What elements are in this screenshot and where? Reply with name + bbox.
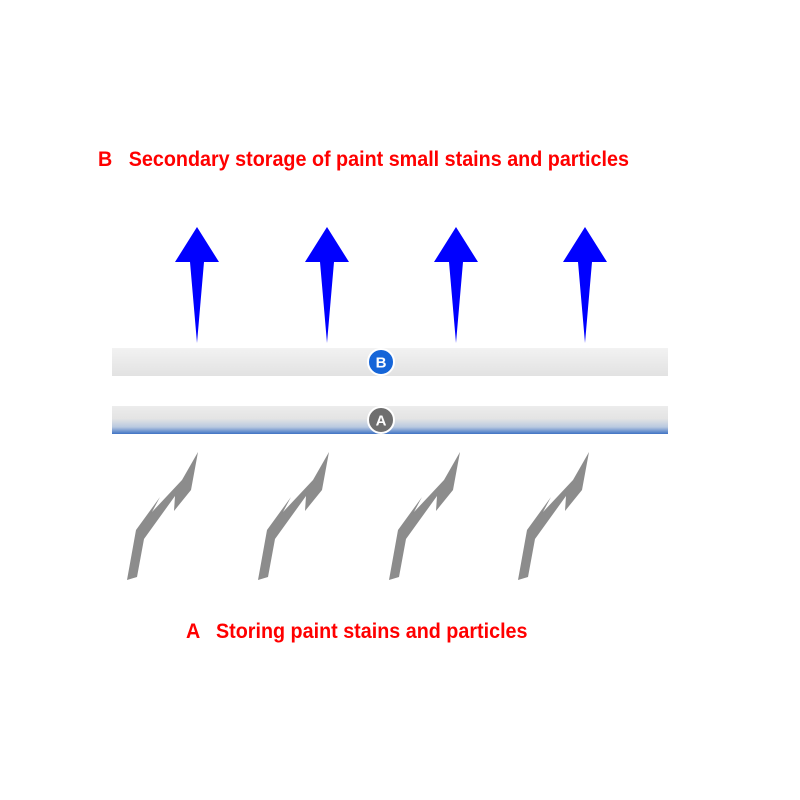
layer-b-badge: B [367, 348, 395, 376]
layer-b-badge-label: B [376, 355, 387, 372]
lightning-bolt-icon [258, 452, 329, 580]
caption-b-text: Secondary storage of paint small stains … [128, 148, 629, 171]
caption-a-text: Storing paint stains and particles [215, 620, 528, 643]
layer-a-badge: A [367, 406, 395, 434]
lightning-bolt-icon [127, 452, 198, 580]
lightning-bolt-icon [518, 452, 589, 580]
arrow-up-icon [175, 227, 219, 343]
layer-a-badge-label: A [376, 413, 387, 430]
lightning-bolt-icon [389, 452, 460, 580]
upward-arrows [175, 227, 607, 343]
arrow-up-icon [563, 227, 607, 343]
caption-a-letter: A [186, 620, 200, 643]
arrow-up-icon [305, 227, 349, 343]
zigzag-bolts [127, 452, 589, 580]
caption-b-letter: B [98, 148, 113, 171]
arrow-up-icon [434, 227, 478, 343]
caption-layer-a: A Storing paint stains and particles [186, 621, 528, 642]
caption-layer-b: B Secondary storage of paint small stain… [98, 149, 629, 170]
